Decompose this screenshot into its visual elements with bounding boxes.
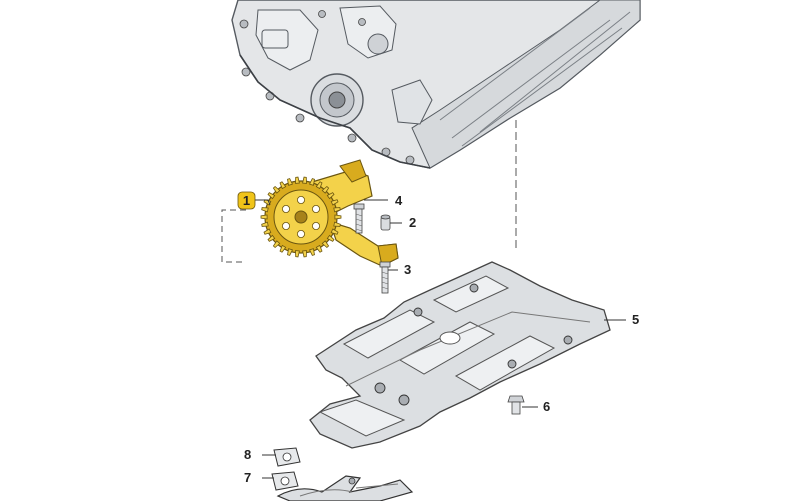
engine-block-ribs [439, 7, 631, 147]
bolt-3 [379, 261, 391, 294]
sprocket-tooth [302, 176, 307, 184]
sprocket-tooth [333, 221, 341, 227]
baffle-plate [309, 261, 611, 449]
sprocket-tooth [263, 228, 272, 235]
sprocket-tooth [272, 240, 281, 249]
sprocket-tooth [287, 248, 293, 256]
bolt-4 [353, 203, 365, 234]
sprocket-tooth [333, 207, 341, 213]
cam-seal [367, 33, 389, 55]
callout-1: 1 [237, 191, 256, 210]
sprocket-tooth [295, 176, 300, 184]
sprocket-tooth [295, 250, 300, 258]
baffle-mount-holes [374, 283, 573, 406]
sprocket-tooth [326, 192, 335, 200]
oil-pump-sprocket [260, 176, 342, 258]
gasket-7 [271, 471, 299, 491]
sprocket-tooth [330, 228, 339, 235]
sprocket-tooth [272, 185, 281, 194]
callout-1-marker [237, 191, 256, 210]
sprocket-tooth [260, 214, 268, 220]
sprocket-tooth [279, 244, 287, 253]
sprocket-tooth [267, 234, 276, 242]
sprocket-tooth [315, 181, 323, 190]
callout-8-label: 8 [244, 447, 251, 462]
baffle-ribs [318, 275, 556, 437]
sprocket-tooth [267, 192, 276, 200]
sprocket-tooth [261, 207, 269, 213]
crankshaft-seal [310, 73, 364, 127]
alignment-line-2 [221, 209, 246, 263]
sprocket-tooth [309, 178, 315, 186]
sprocket-tooth [321, 185, 330, 194]
callout-3-label: 3 [404, 262, 411, 277]
sprocket-tooth [309, 248, 315, 256]
oil-pump [260, 159, 399, 267]
baffle-plate-body [309, 261, 611, 449]
sprocket-tooth [330, 199, 339, 206]
callout-leaders [255, 199, 626, 479]
cover-bolts [239, 10, 415, 165]
callout-4-label: 4 [395, 193, 403, 208]
sprocket-tooth [334, 214, 342, 220]
sleeve-2 [380, 214, 391, 231]
sprocket-tooth [302, 250, 307, 258]
sprocket-tooth [261, 221, 269, 227]
sprocket-tooth [315, 244, 323, 253]
callout-1-label: 1 [243, 193, 250, 208]
bolt-6 [507, 395, 525, 415]
callout-5-label: 5 [632, 312, 639, 327]
sprocket-tooth [326, 234, 335, 242]
callout-7-label: 7 [244, 470, 251, 485]
oil-pickup-pipe [276, 475, 414, 501]
engine-block [231, 0, 641, 169]
sprocket-tooth [321, 240, 330, 249]
callout-2-label: 2 [409, 215, 416, 230]
engine-block-side [411, 0, 641, 169]
engine-bottom-edge [239, 54, 431, 169]
callout-6-label: 6 [543, 399, 550, 414]
sprocket-tooth [287, 178, 293, 186]
sprocket-tooth [279, 181, 287, 190]
gasket-8 [273, 447, 301, 467]
